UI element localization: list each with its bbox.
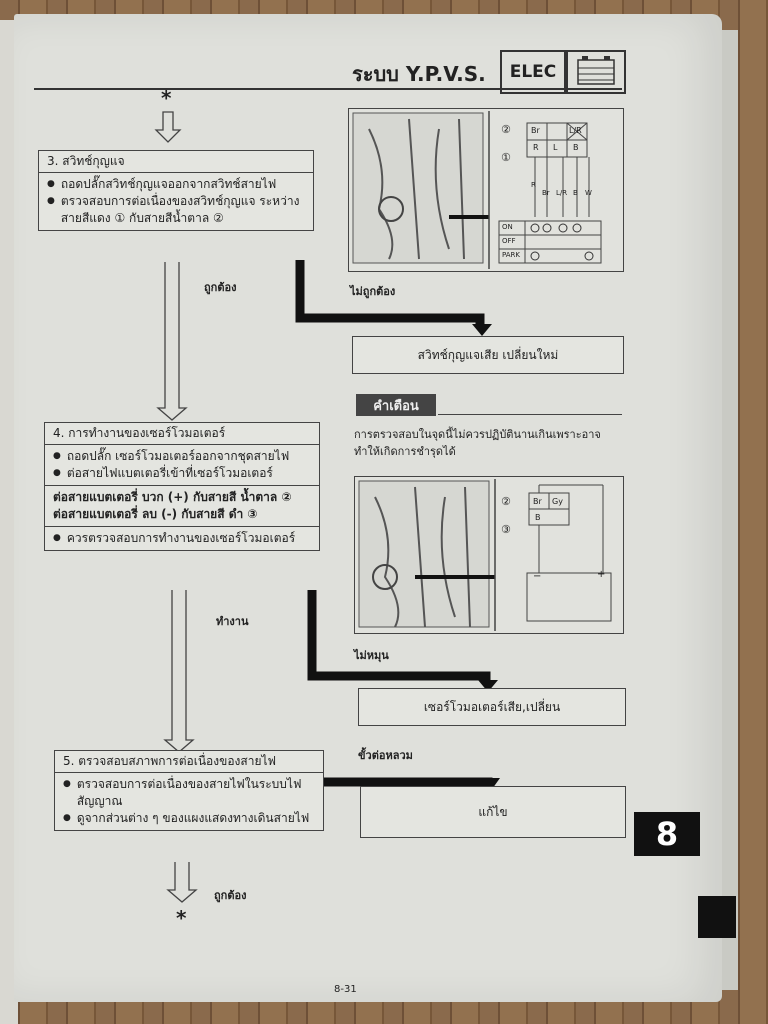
page-title: ระบบ Y.P.V.S. xyxy=(352,62,486,86)
connector-label: Br xyxy=(531,126,540,135)
callout-3: ③ xyxy=(501,523,511,536)
wire-label: L/R xyxy=(556,189,568,197)
down-arrow-bottom xyxy=(166,862,198,903)
step-4-connect-line: ต่อสายแบตเตอรี่ บวก (+) กับสายสี น้ำตาล … xyxy=(53,490,292,504)
result-replace-switch: สวิทช์กุญแจเสีย เปลี่ยนใหม่ xyxy=(352,336,624,374)
step-5-box: 5. ตรวจสอบสภาพการต่อเนื่องของสายไฟ ตรวจส… xyxy=(54,750,324,831)
callout-2: ② xyxy=(501,123,511,136)
section-badge: ELEC xyxy=(500,50,566,94)
connector-label: Gy xyxy=(552,497,563,506)
servo-wiring-diagram: ② ③ Br Gy B − + xyxy=(354,476,624,634)
step-5-title: 5. ตรวจสอบสภาพการต่อเนื่องของสายไฟ xyxy=(55,751,323,773)
servo-wiring-illustration xyxy=(358,479,612,631)
header-rule xyxy=(34,88,622,90)
fail-path-2 xyxy=(307,590,491,682)
down-arrow-top xyxy=(154,111,182,143)
wire-label: Br xyxy=(542,189,550,197)
connector-label: L/R xyxy=(569,126,582,135)
switch-position: OFF xyxy=(502,237,516,245)
switch-wiring-diagram: ② ① Br L/R R L B R Br L/R B W ON OFF PAR… xyxy=(348,108,624,272)
result-replace-servo: เซอร์โวมอเตอร์เสีย,เปลี่ยน xyxy=(358,688,626,726)
battery-section-icon xyxy=(566,50,626,94)
callout-2: ② xyxy=(501,495,511,508)
label-not-turn: ไม่หมุน xyxy=(354,649,389,662)
wire-label: B xyxy=(573,189,578,197)
step-4-bullet: ต่อสายไฟแบตเตอรี่เข้าที่เซอร์โวมอเตอร์ xyxy=(53,465,311,482)
switch-wiring-illustration xyxy=(352,111,602,269)
step-3-box: 3. สวิทช์กุญแจ ถอดปลั๊กสวิทช์กุญแจออกจาก… xyxy=(38,150,314,231)
connector-label: L xyxy=(553,143,558,152)
step-5-bullet: ดูจากส่วนต่าง ๆ ของแผงแสดงทางเดินสายไฟ xyxy=(63,810,315,827)
label-not-ok: ไม่ถูกต้อง xyxy=(350,285,396,298)
battery-terminal: − xyxy=(533,571,542,582)
battery-terminal: + xyxy=(597,569,606,580)
edge-tab xyxy=(698,896,736,938)
warning-text: การตรวจสอบในจุดนี้ไม่ควรปฏิบัตินานเกินเพ… xyxy=(354,428,601,458)
label-ok: ถูกต้อง xyxy=(204,281,237,294)
callout-1: ① xyxy=(501,151,511,164)
connector-label: B xyxy=(535,513,541,522)
step-5-bullet: ตรวจสอบการต่อเนื่องของสายไฟในระบบไฟ สัญญ… xyxy=(63,776,315,810)
step-3-bullet: ถอดปลั๊กสวิทช์กุญแจออกจากสวิทช์สายไฟ xyxy=(47,176,305,193)
wire-label: R xyxy=(531,181,536,189)
step-4-check: ควรตรวจสอบการทำงานของเซอร์โวมอเตอร์ xyxy=(53,530,311,547)
result-fix: แก้ไข xyxy=(360,786,626,838)
step-3-bullet: ตรวจสอบการต่อเนื่องของสวิทช์กุญแจ ระหว่า… xyxy=(47,193,305,227)
down-arrow-3-4 xyxy=(156,262,188,421)
switch-position: ON xyxy=(502,223,513,231)
warning-title: คำเตือน xyxy=(356,394,436,416)
wire-label: W xyxy=(585,189,592,197)
step-4-connect-line: ต่อสายแบตเตอรี่ ลบ (-) กับสายสี ดำ ③ xyxy=(53,507,258,521)
connector-label: Br xyxy=(533,497,542,506)
switch-position: PARK xyxy=(502,251,521,259)
step-4-title: 4. การทำงานของเซอร์โวมอเตอร์ xyxy=(45,423,319,445)
label-poor-contact: ขั้วต่อหลวม xyxy=(358,749,413,762)
label-works: ทำงาน xyxy=(216,615,249,628)
step-4-bullet: ถอดปลั๊ก เซอร์โวมอเตอร์ออกจากชุดสายไฟ xyxy=(53,448,311,465)
step-4-box: 4. การทำงานของเซอร์โวมอเตอร์ ถอดปลั๊ก เซ… xyxy=(44,422,320,551)
connector-label: B xyxy=(573,143,579,152)
end-marker: * xyxy=(176,906,187,930)
step-3-title: 3. สวิทช์กุญแจ xyxy=(39,151,313,173)
down-arrow-4-5 xyxy=(163,590,195,753)
fail-path-1 xyxy=(295,260,485,326)
chapter-tab: 8 xyxy=(634,812,700,856)
label-ok-bottom: ถูกต้อง xyxy=(214,889,247,902)
start-marker: * xyxy=(161,86,172,110)
page-number: 8-31 xyxy=(334,984,357,995)
warning-rule xyxy=(438,414,622,415)
connector-label: R xyxy=(533,143,539,152)
facing-page-edge xyxy=(0,20,18,1024)
